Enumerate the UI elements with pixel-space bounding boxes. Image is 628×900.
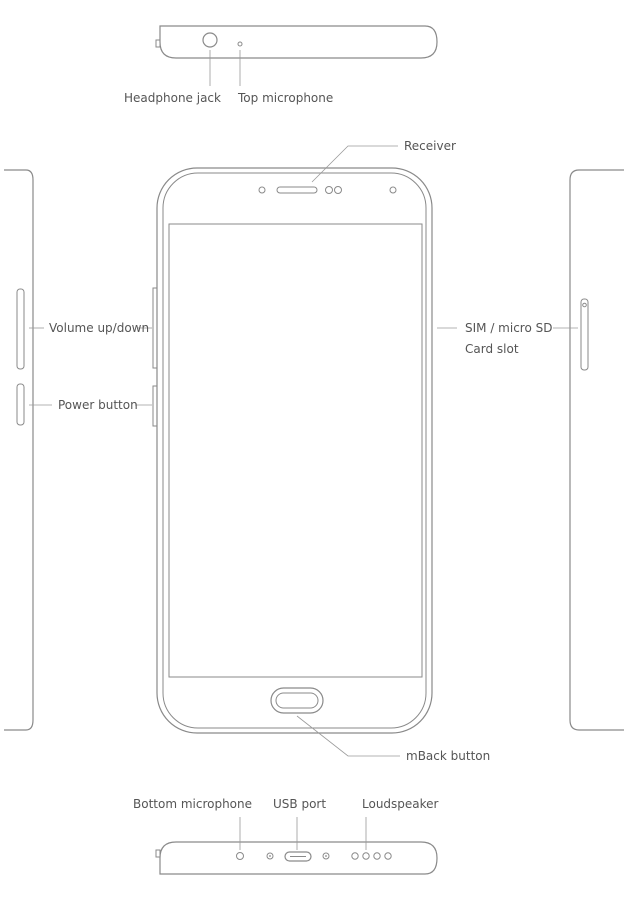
mback-leader (296, 715, 400, 757)
bottom-view: Bottom microphone USB port Loudspeaker (133, 797, 439, 875)
top-view: Headphone jack Top microphone (124, 25, 438, 105)
bottom-microphone-label: Bottom microphone (133, 797, 252, 811)
top-side-button (155, 39, 161, 48)
right-side-outline (569, 169, 624, 731)
front-view (152, 167, 433, 734)
screen (168, 223, 423, 678)
screw-left-dot (269, 855, 271, 857)
speaker-hole-4 (384, 852, 392, 860)
power-key (16, 383, 25, 426)
volume-rocker (16, 288, 25, 370)
screw-left (266, 852, 274, 860)
phone-inner-bezel (162, 172, 427, 729)
usb-port-label: USB port (273, 797, 326, 811)
volume-label: Volume up/down (49, 321, 149, 335)
left-side-outline (4, 169, 34, 731)
front-camera-2 (334, 186, 342, 194)
usb-port (284, 851, 312, 862)
phone-body-outline (156, 167, 433, 734)
front-sensor-right (389, 186, 397, 194)
headphone-jack-icon (202, 32, 218, 48)
mback-label: mBack button (406, 749, 490, 763)
top-edge-outline (159, 25, 438, 59)
front-power-edge (152, 385, 158, 427)
bottom-side-button (155, 849, 161, 858)
bottom-microphone-hole (236, 852, 244, 860)
sim-label-line1: SIM / micro SD (465, 321, 553, 335)
receiver-label: Receiver (404, 139, 456, 153)
receiver-leader (311, 145, 398, 183)
receiver-grille (276, 186, 318, 194)
speaker-hole-2 (362, 852, 370, 860)
top-microphone-label: Top microphone (237, 91, 333, 105)
top-microphone-hole (237, 41, 243, 47)
sim-tray (580, 298, 589, 371)
mback-button (270, 687, 324, 714)
sim-eject-hole (582, 302, 587, 308)
speaker-hole-1 (351, 852, 359, 860)
power-label: Power button (58, 398, 138, 412)
speaker-hole-3 (373, 852, 381, 860)
front-camera-1 (325, 186, 333, 194)
front-sensor-left (258, 186, 266, 194)
loudspeaker-label: Loudspeaker (362, 797, 439, 811)
mback-button-inner (275, 692, 319, 709)
right-side-view (569, 169, 624, 731)
headphone-jack-label: Headphone jack (124, 91, 221, 105)
left-side-view (4, 169, 34, 731)
screw-right-dot (325, 855, 327, 857)
screw-right (322, 852, 330, 860)
bottom-edge-outline (159, 841, 438, 875)
sim-label-line2: Card slot (465, 342, 519, 356)
front-volume-edge (152, 287, 158, 369)
